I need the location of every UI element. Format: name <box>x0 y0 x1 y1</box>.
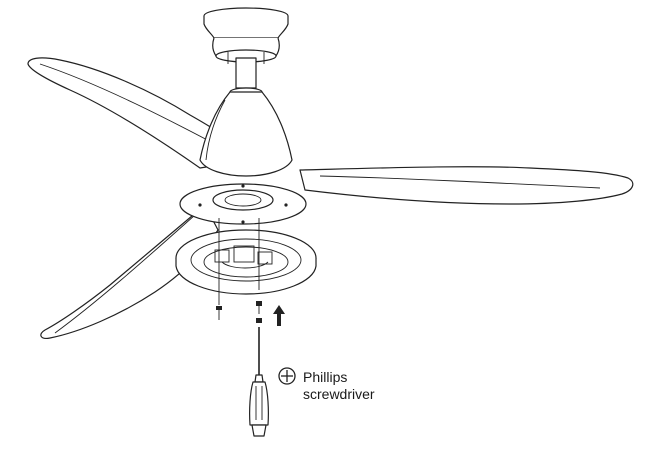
phillips-screwdriver <box>249 327 269 437</box>
tool-label-line-1: Phillips <box>303 369 348 385</box>
ceiling-canopy <box>203 7 289 63</box>
upward-arrow-icon <box>273 305 285 326</box>
alignment-lines <box>218 218 260 305</box>
fan-blade-right <box>299 166 634 205</box>
downrod <box>227 52 265 89</box>
screw-center <box>256 301 262 323</box>
light-kit-assembly <box>175 229 317 295</box>
screw-left <box>216 306 222 320</box>
switch-housing-plate <box>179 183 307 225</box>
phillips-head-symbol-icon <box>278 367 296 385</box>
motor-housing <box>199 87 293 177</box>
tool-label-line-2: screwdriver <box>303 386 375 402</box>
fan-blade-bottom <box>40 204 219 339</box>
